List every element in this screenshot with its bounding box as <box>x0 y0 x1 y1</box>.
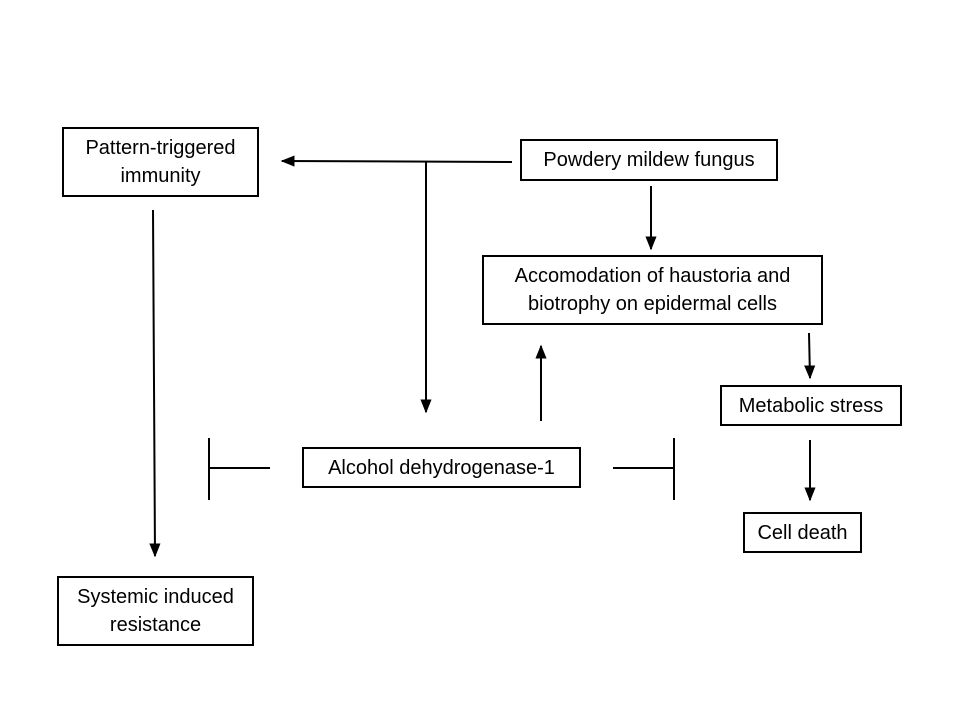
node-label-haustoria: Accomodation of haustoria and biotrophy … <box>514 265 791 315</box>
arrow-fungus-to-pti <box>280 155 513 167</box>
arrow-haustoria-to-metabolic <box>804 332 816 380</box>
node-label-pti: Pattern-triggered immunity <box>85 137 236 187</box>
node-label-metabolic: Metabolic stress <box>738 394 884 417</box>
node-label-death: Cell death <box>757 521 848 544</box>
node-powdery-mildew-fungus: Powdery mildew fungus <box>520 139 778 181</box>
node-haustoria-accommodation: Accomodation of haustoria and biotrophy … <box>482 255 823 325</box>
node-cell-death: Cell death <box>743 512 862 553</box>
arrow-pti-to-sir <box>149 209 161 558</box>
node-label-fungus: Powdery mildew fungus <box>543 149 755 171</box>
node-metabolic-stress: Metabolic stress <box>720 385 902 426</box>
node-alcohol-dehydrogenase: Alcohol dehydrogenase-1 <box>302 447 581 488</box>
node-label-sir: Systemic induced resistance <box>77 586 234 636</box>
node-label-adh: Alcohol dehydrogenase-1 <box>328 456 555 479</box>
node-systemic-induced-resistance: Systemic induced resistance <box>57 576 254 646</box>
node-pattern-triggered-immunity: Pattern-triggered immunity <box>62 127 259 197</box>
